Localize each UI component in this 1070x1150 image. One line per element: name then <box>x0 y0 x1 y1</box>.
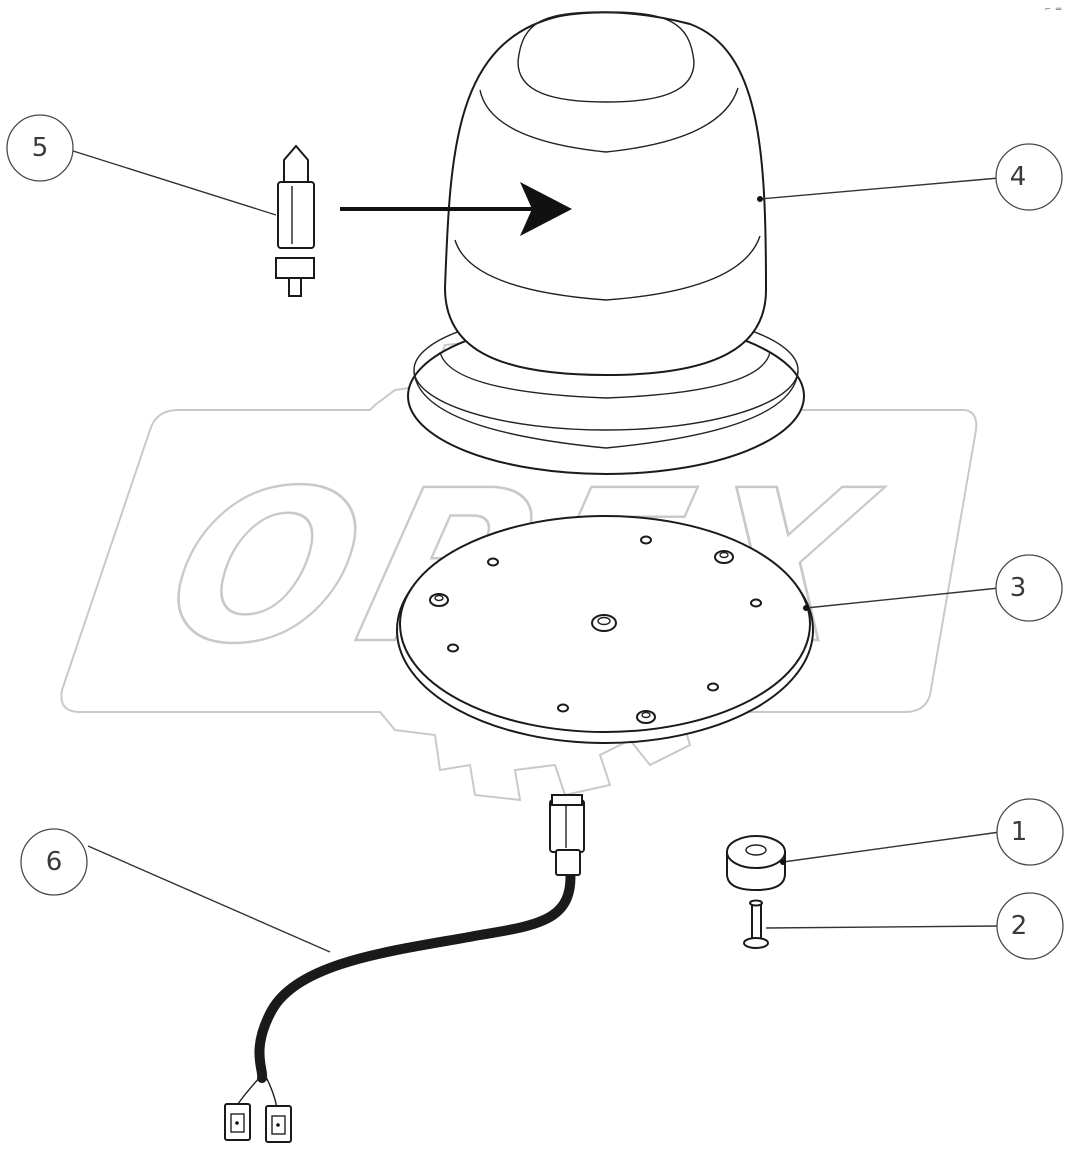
harness-cable <box>254 863 576 1083</box>
callout-6: 6 <box>20 828 88 896</box>
callout-3: 3 <box>995 554 1063 622</box>
plate-holes <box>429 535 762 724</box>
insertion-arrow-head <box>520 182 572 236</box>
connector-plug <box>549 794 585 876</box>
callout-5: 5 <box>6 114 74 182</box>
spacer <box>726 835 786 892</box>
callout-1-label: 1 <box>1011 817 1028 847</box>
leader-lines <box>69 149 1001 953</box>
callout-5-label: 5 <box>32 133 49 163</box>
base-plate <box>396 515 814 744</box>
callout-3-label: 3 <box>1010 573 1027 603</box>
bulb <box>275 144 315 297</box>
terminal-right <box>265 1105 292 1143</box>
dome-top-lens <box>517 11 695 103</box>
corner-mark: ⌐ ═ <box>1045 5 1062 15</box>
callout-2: 2 <box>996 892 1064 960</box>
callout-6-label: 6 <box>46 847 63 877</box>
callout-4-label: 4 <box>1010 162 1027 192</box>
bolt <box>743 899 769 949</box>
callout-1: 1 <box>996 798 1064 866</box>
callout-4: 4 <box>995 143 1063 211</box>
dome-body <box>443 11 768 377</box>
beacon-dome <box>340 11 805 475</box>
wiring-harness <box>224 794 585 1143</box>
terminal-left <box>224 1103 251 1141</box>
callout-2-label: 2 <box>1011 911 1028 941</box>
